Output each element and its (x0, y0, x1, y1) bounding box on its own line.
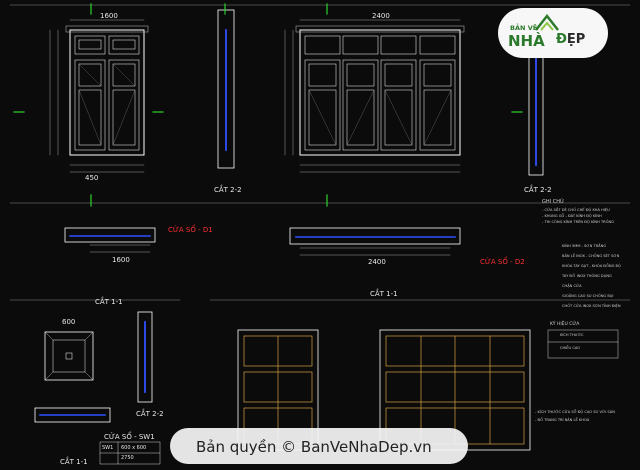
schedule-table (99, 441, 161, 465)
label-sw1: SW1 (102, 445, 114, 451)
label-cat11-c: CẮT 1-1 (60, 458, 88, 466)
legend-key-box (547, 329, 619, 359)
label-sw1-size: 600 x 600 (121, 445, 147, 451)
logo-line3-a: Đ (556, 32, 567, 47)
legend-item-4: TAY ĐỠ INOX THÔNG DỤNG (562, 274, 612, 278)
label-cat22-c: CẮT 2-2 (136, 410, 164, 418)
door2-width-dim: 2400 (372, 12, 390, 20)
label-cat11-b: CẮT 1-1 (370, 290, 398, 298)
legend-item-5: CHẶN CỬA (562, 284, 582, 288)
door-elevation-2 (295, 25, 465, 156)
note-line-3: - THI CÔNG KÍNH TRÊN ĐỘ KÍNH TRỐNG (542, 220, 614, 224)
watermark-text: Bản quyền © BanVeNhaDep.vn (196, 438, 432, 456)
plan2-width-dim: 2400 (368, 258, 386, 266)
logo-line2: NHÀ (508, 32, 545, 50)
small-plan-section (34, 407, 111, 423)
legend-item-6: GIOĂNG CAO SU CHỐNG BỤI (562, 294, 614, 298)
side-section-2 (528, 44, 544, 176)
copyright-watermark: Bản quyền © BanVeNhaDep.vn (170, 428, 468, 464)
grille-panel-2 (379, 329, 531, 451)
note-line-1: - CỬA SẮT DẺ CHỐ CHẾ ĐỘ KHÁ HIỆU (542, 208, 610, 212)
sub-dim-450: 450 (85, 174, 99, 182)
grid-markers (13, 3, 523, 207)
door1-width-dim: 1600 (100, 12, 118, 20)
key-height: CHIỀU CAO (560, 346, 581, 350)
note-line-2: - KHUNG GỖ - ĐÁT KÍNH ĐỘ KÍNH (542, 214, 602, 218)
dimension-lines (49, 19, 461, 256)
house-icon (535, 13, 559, 31)
side-section-1 (217, 9, 235, 169)
notes-title: GHI CHÚ (542, 199, 564, 205)
square-window (44, 331, 94, 381)
key-title: KÝ HIỆU CỬA (550, 322, 580, 327)
legend-item-7: CHỐT CỬA INOX SƠN TĨNH ĐIỆN (562, 304, 621, 308)
legend-item-2: BẢN LỀ INOX - CHỐNG SÉT SƠN (562, 254, 620, 258)
label-sw1-h: 2750 (121, 455, 134, 461)
key-size: KÍCH THƯỚC (560, 333, 584, 337)
logo-line3: ĐẸP (556, 32, 585, 47)
label-cat11-a: CẮT 1-1 (95, 298, 123, 306)
side-section-3 (137, 311, 153, 403)
square-window-dim: 600 (62, 318, 76, 326)
legend-item-1: KÍNH 5MM - SƠN TRẮNG (562, 244, 607, 248)
plan-section-1 (64, 227, 156, 243)
label-cuaso-d1: CỬA SỔ - D1 (168, 226, 213, 234)
label-cat22-b: CẮT 2-2 (524, 186, 552, 194)
brand-logo: BẢN VẼ NHÀ ĐẸP (498, 8, 608, 58)
label-cuaso-d2: CỬA SỔ - D2 (480, 258, 525, 266)
label-cuaso-sw1: CỬA SỔ - SW1 (104, 433, 155, 441)
plan-section-2 (289, 227, 461, 245)
door-elevation-1 (65, 25, 149, 156)
bottom-note-2: - ĐỒ TRANG TRÍ BẢN LỀ KHOÁ (535, 418, 590, 422)
logo-line3-b: ẸP (566, 32, 586, 47)
logo-line1: BẢN VẼ (510, 24, 538, 32)
plan1-width-dim: 1600 (112, 256, 130, 264)
label-cat22-a: CẮT 2-2 (214, 186, 242, 194)
legend-item-3: KHÓA TAY GẠT - KHÓA ĐỒNG BỘ (562, 264, 621, 268)
bottom-note-1: - KÍCH THƯỚC CỬA SỔ ĐỘ CAO SO VỚI SÀN (535, 410, 615, 414)
main-grid (9, 4, 631, 301)
